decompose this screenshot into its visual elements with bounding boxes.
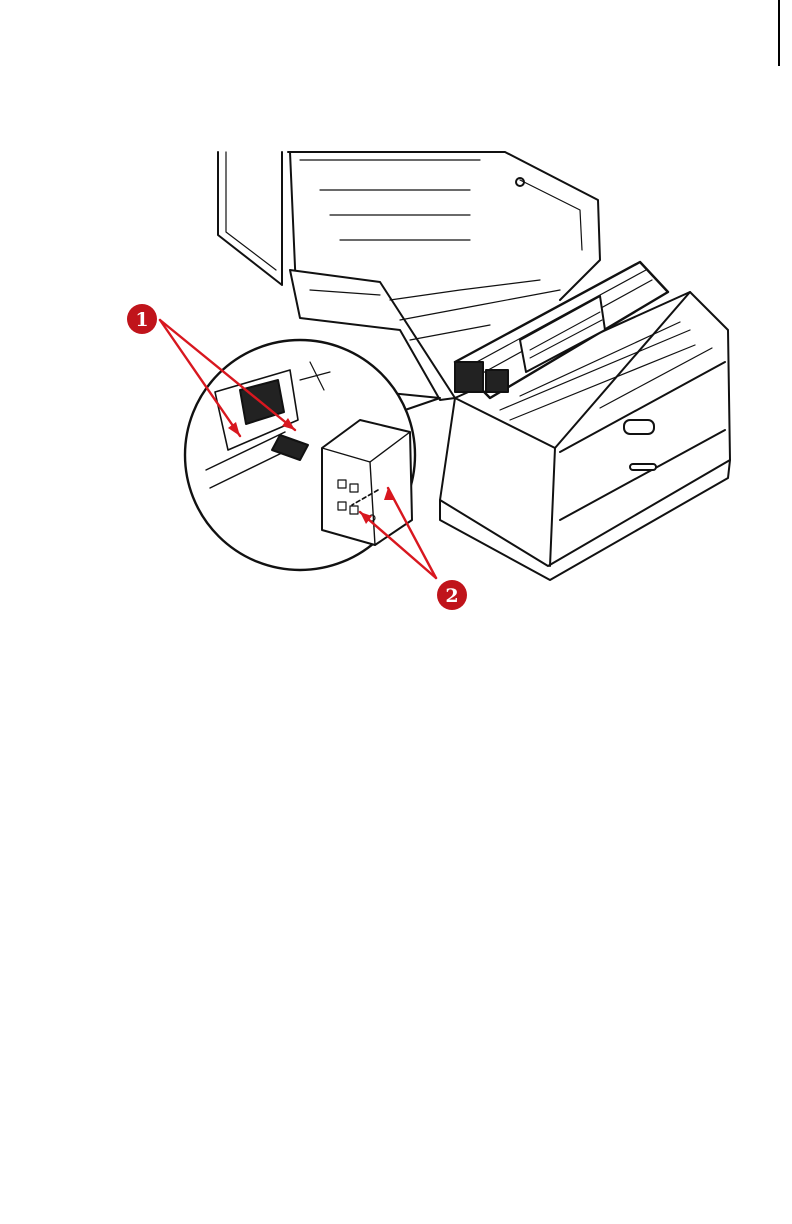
printer-illustration (0, 0, 792, 620)
magnifier-detail (185, 340, 415, 570)
printer-top-cover (218, 152, 600, 300)
callout-2: 2 (435, 578, 469, 612)
callout-1: 1 (125, 302, 159, 336)
callout-1-label: 1 (135, 309, 148, 331)
callout-2-label: 2 (445, 585, 458, 607)
